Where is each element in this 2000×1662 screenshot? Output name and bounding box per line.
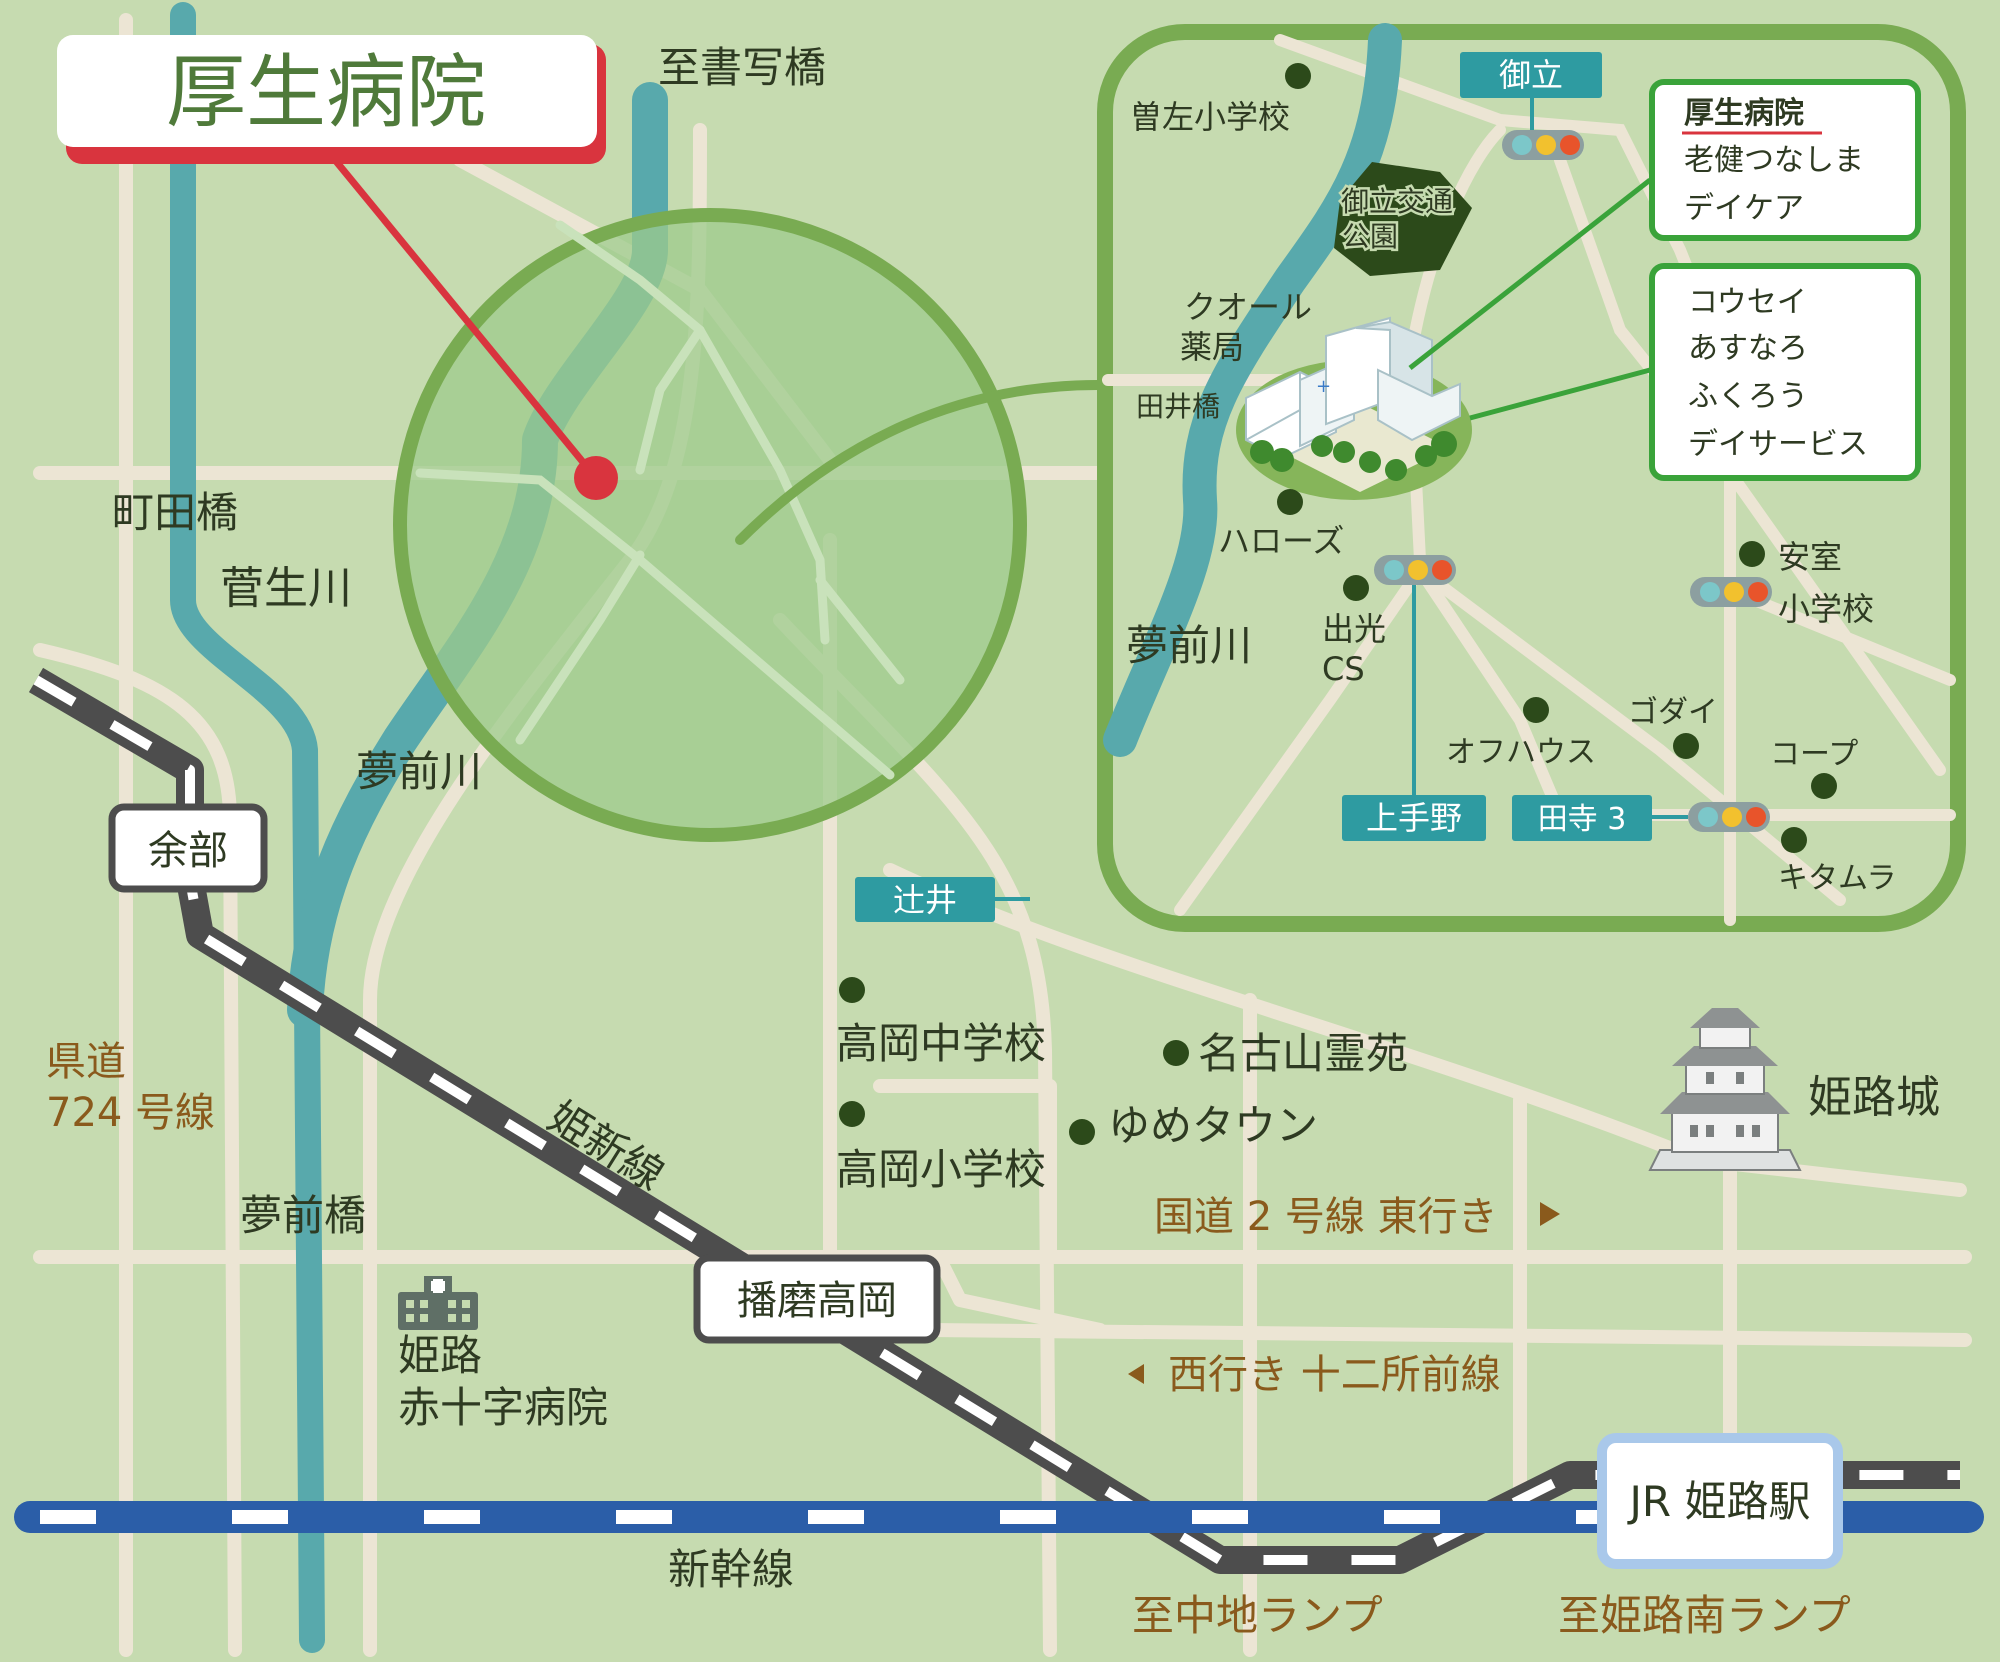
tsujii-signal-tag: 辻井 <box>855 877 1030 922</box>
facility-box-2-line-4: デイサービス <box>1688 427 1868 462</box>
misato-signal-label: 御立 <box>1499 56 1563 94</box>
godai-label: ゴダイ <box>1628 695 1718 730</box>
idemitsu-label-2: CS <box>1322 650 1365 688</box>
sosa-elementary-dot <box>1285 63 1311 89</box>
map-labels: 至書写橋 町田橋 菅生川 夢前川 県道 724 号線 夢前橋 姫路 赤十字病院 … <box>46 43 1940 1640</box>
kamitenno-signal-tag: 上手野 <box>1342 585 1486 841</box>
park-label-1: 御立交通 <box>1341 185 1453 218</box>
facility-box-1: 厚生病院 老健つなしま デイケア <box>1649 79 1921 241</box>
inset-labels: 曽左小学校 クオール 薬局 田井橋 ハローズ 夢前川 出光 CS 安室 小学校 … <box>1126 98 1897 896</box>
facility-box-2: コウセイ あすなろ ふくろう デイサービス <box>1649 263 1921 481</box>
hospital-location-marker <box>574 456 618 500</box>
himeji-castle-icon <box>1648 1008 1802 1171</box>
anshitsu-label-1: 安室 <box>1778 538 1842 576</box>
halows-label: ハローズ <box>1218 522 1344 560</box>
jr-himeji-station-box: JR 姫路駅 <box>1597 1433 1843 1569</box>
facility-box-1-line-3: デイケア <box>1684 191 1804 226</box>
inset-connector <box>735 380 1103 545</box>
takaoka-junior-high-dot <box>839 977 865 1003</box>
red-cross-label-2: 赤十字病院 <box>398 1383 608 1432</box>
facility-box-2-line-1: コウセイ <box>1688 285 1807 320</box>
east-arrow-icon <box>1540 1202 1560 1226</box>
tai-bridge-label: 田井橋 <box>1136 390 1220 423</box>
traffic-light-center <box>1374 555 1456 585</box>
red-cross-label-1: 姫路 <box>398 1331 482 1380</box>
idemitsu-label-1: 出光 <box>1322 610 1386 648</box>
qol-pharmacy-label-2: 薬局 <box>1180 328 1244 366</box>
anshitsu-dot <box>1739 541 1765 567</box>
idemitsu-dot <box>1343 575 1369 601</box>
halows-dot <box>1277 489 1303 515</box>
hospital-area-circle <box>393 208 1027 842</box>
yobe-station-label: 余部 <box>148 828 228 874</box>
anshitsu-label-2: 小学校 <box>1778 590 1874 628</box>
takaoka-elementary-label: 高岡小学校 <box>836 1145 1046 1194</box>
circle-roads <box>415 220 905 780</box>
shinkansen-label: 新幹線 <box>668 1545 794 1594</box>
park-label-2: 公園 <box>1342 220 1398 253</box>
misato-park-block: 御立交通 公園 <box>1334 162 1472 276</box>
facility-box-2-connector <box>1469 367 1651 421</box>
tadera3-signal-tag: 田寺 3 <box>1512 795 1688 841</box>
yobe-station-box: 余部 <box>108 803 268 893</box>
kishin-line <box>28 667 1960 1574</box>
facility-box-2-line-2: あすなろ <box>1688 331 1808 366</box>
takaoka-junior-high-label: 高岡中学校 <box>836 1019 1046 1068</box>
hospital-building-icon <box>398 1276 478 1330</box>
yumesaki-bridge-label: 夢前橋 <box>240 1191 366 1240</box>
off-house-dot <box>1523 697 1549 723</box>
nagoyama-cemetery-dot <box>1163 1040 1189 1066</box>
facility-box-1-line-1: 厚生病院 <box>1684 96 1804 131</box>
inset-landmark-dots <box>1277 63 1837 853</box>
sugo-river-label: 菅生川 <box>220 563 352 614</box>
godai-dot <box>1673 733 1699 759</box>
route-west-label: 西行き 十二所前線 <box>1168 1352 1501 1398</box>
hospital-cross-icon: + <box>1316 376 1331 397</box>
tadera3-label: 田寺 3 <box>1538 802 1627 837</box>
hospital-title: 厚生病院 <box>166 46 486 139</box>
coop-label: コープ <box>1770 737 1858 772</box>
hospital-pointer-line <box>332 157 599 481</box>
west-arrow-icon <box>1128 1364 1144 1384</box>
to-shoshazan-bridge-label: 至書写橋 <box>658 43 826 92</box>
machida-bridge-label: 町田橋 <box>112 488 238 537</box>
prefectural-road-label-1: 県道 <box>46 1039 126 1085</box>
off-house-label: オフハウス <box>1446 735 1596 770</box>
qol-pharmacy-label-1: クオール <box>1184 288 1312 326</box>
hospital-title-card: 厚生病院 <box>57 35 606 164</box>
facility-box-1-connector <box>1408 178 1652 370</box>
sugo-river-path <box>170 2 325 1653</box>
harima-takaoka-label: 播磨高岡 <box>737 1278 897 1324</box>
inset-yumesaki-river-label: 夢前川 <box>1126 621 1252 670</box>
to-nakachi-ramp-label: 至中地ランプ <box>1132 1591 1383 1640</box>
youme-town-dot <box>1069 1119 1095 1145</box>
kitamura-label: キタムラ <box>1778 861 1897 896</box>
route2-east-label: 国道 2 号線 東行き <box>1154 1194 1498 1240</box>
kitamura-dot <box>1781 827 1807 853</box>
traffic-light-misato <box>1502 130 1584 160</box>
misato-signal-tag: 御立 <box>1460 52 1602 130</box>
traffic-light-tadera <box>1688 802 1770 832</box>
tsujii-label: 辻井 <box>893 881 957 919</box>
facility-box-1-line-2: 老健つなしま <box>1684 143 1864 178</box>
sosa-elementary-label: 曽左小学校 <box>1130 98 1290 136</box>
harima-takaoka-station-box: 播磨高岡 <box>693 1254 941 1344</box>
himeji-castle-label: 姫路城 <box>1808 1072 1940 1123</box>
yumesaki-river-label: 夢前川 <box>356 747 482 796</box>
hospital-buildings-illustration: + <box>1236 316 1472 500</box>
coop-dot <box>1811 773 1837 799</box>
youme-town-label: ゆめタウン <box>1108 1101 1318 1150</box>
kamitenno-label: 上手野 <box>1366 799 1462 837</box>
jr-himeji-station-label: JR 姫路駅 <box>1627 1477 1811 1526</box>
traffic-light-anshitsu <box>1690 577 1772 607</box>
nagoyama-cemetery-label: 名古山霊苑 <box>1198 1029 1408 1078</box>
inset-yumesaki-river <box>1103 23 1402 757</box>
facility-box-2-line-3: ふくろう <box>1688 379 1808 414</box>
prefectural-road-label-2: 724 号線 <box>46 1090 215 1136</box>
to-himeji-south-ramp-label: 至姫路南ランプ <box>1558 1591 1851 1640</box>
inset-map: 御立交通 公園 + 厚生病院 <box>1097 23 1966 932</box>
takaoka-elementary-dot <box>839 1101 865 1127</box>
landmark-dots <box>839 977 1189 1145</box>
